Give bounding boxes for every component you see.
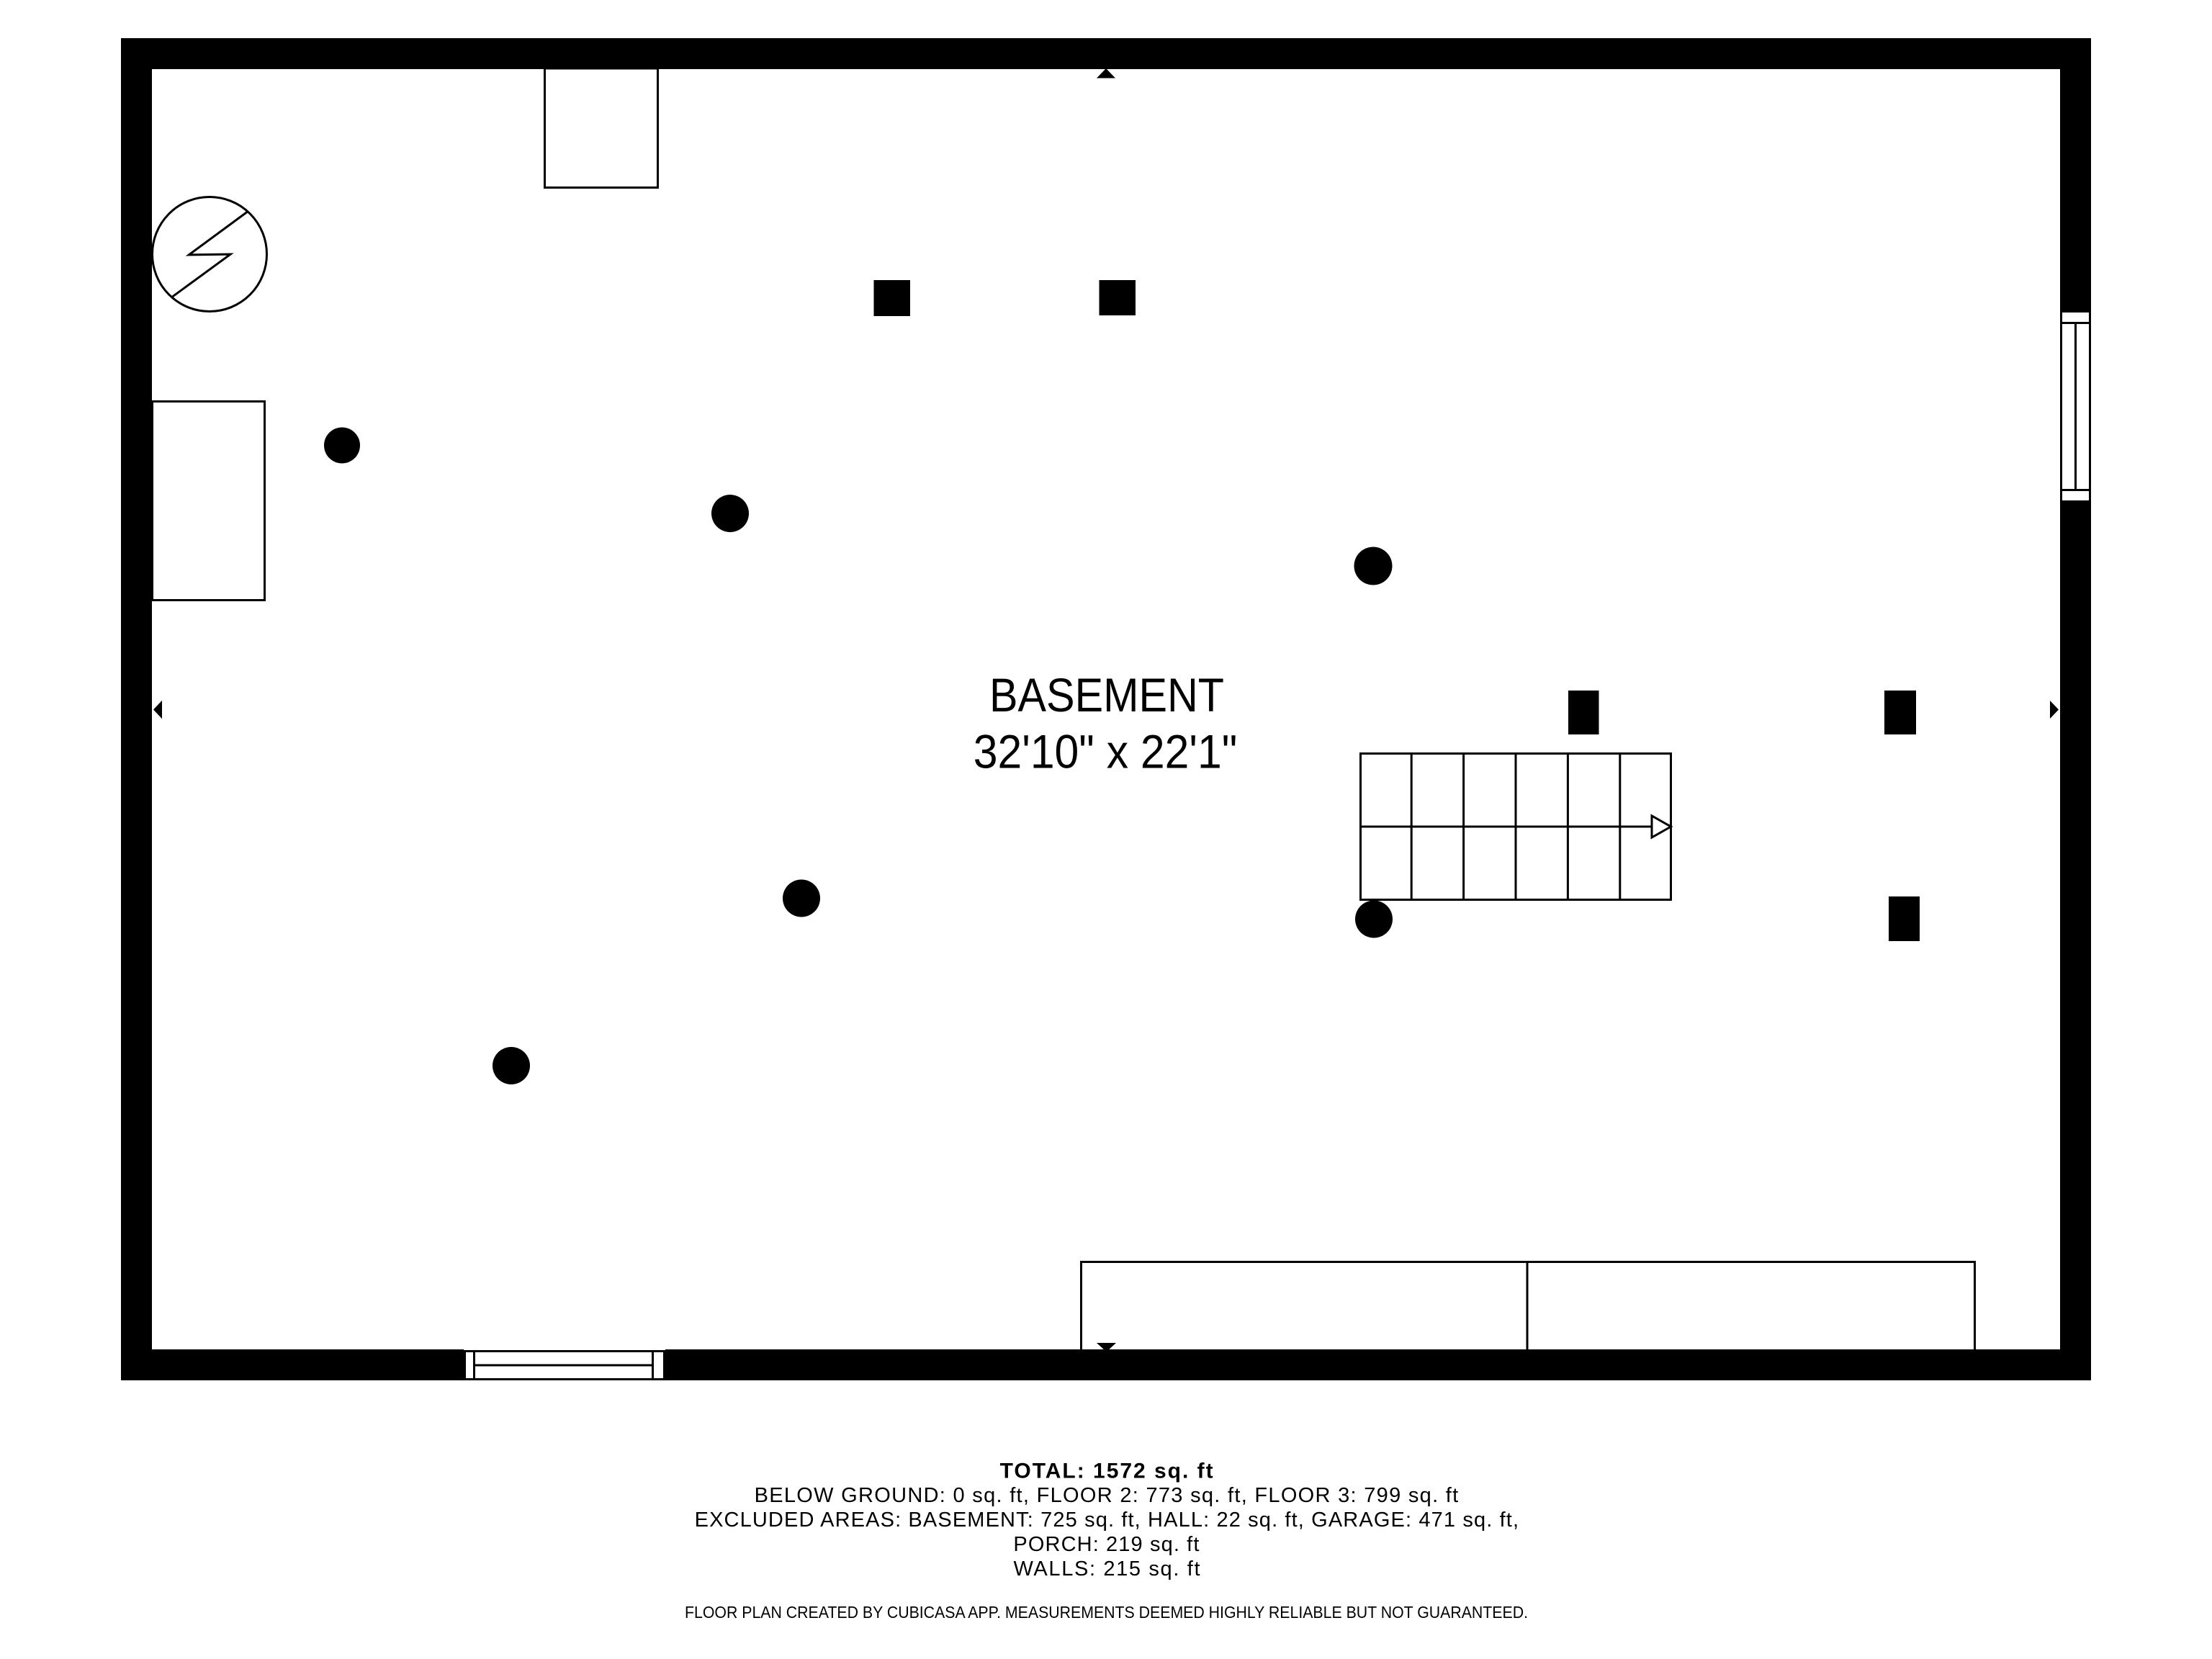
svg-text:BELOW GROUND: 0 sq. ft, FLOOR: BELOW GROUND: 0 sq. ft, FLOOR 2: 773 sq.… <box>755 1484 1459 1507</box>
svg-text:PORCH: 219 sq. ft: PORCH: 219 sq. ft <box>1013 1533 1199 1556</box>
svg-text:BASEMENT: BASEMENT <box>989 668 1224 721</box>
svg-text:32'10" x 22'1": 32'10" x 22'1" <box>974 724 1238 778</box>
svg-text:TOTAL: 1572 sq. ft: TOTAL: 1572 sq. ft <box>1000 1459 1213 1483</box>
svg-text:WALLS: 215 sq. ft: WALLS: 215 sq. ft <box>1014 1557 1200 1581</box>
svg-text:FLOOR PLAN CREATED BY CUBICASA: FLOOR PLAN CREATED BY CUBICASA APP. MEAS… <box>685 1603 1528 1622</box>
svg-text:EXCLUDED AREAS: BASEMENT: 725: EXCLUDED AREAS: BASEMENT: 725 sq. ft, HA… <box>695 1509 1519 1532</box>
